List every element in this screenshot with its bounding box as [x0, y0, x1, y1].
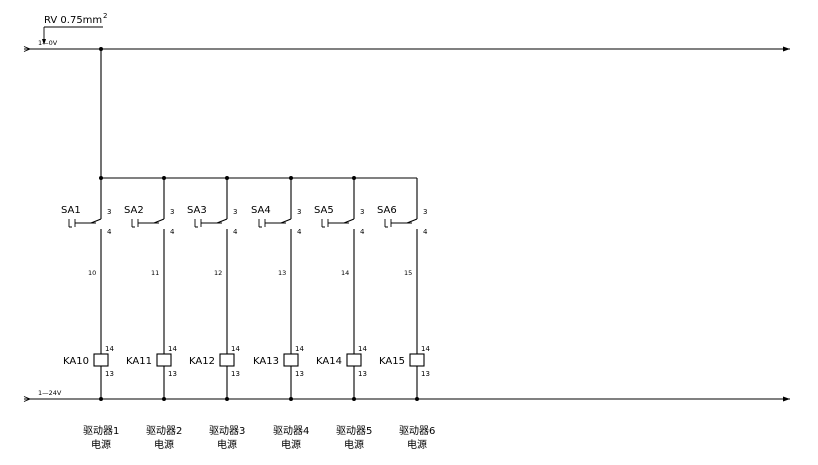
rail-bottom-label: 1—24V: [38, 389, 62, 397]
callout-arrow-icon: [42, 39, 46, 45]
switch-actuator-icon: [384, 219, 412, 228]
rail-bottom-entry-icon: [23, 396, 32, 402]
caption-line1: 驱动器2: [146, 425, 182, 437]
switch-blade: [406, 218, 418, 224]
coil-terminal-top: 14: [231, 345, 240, 353]
switch-blade: [153, 218, 165, 224]
wire-number: 13: [278, 269, 286, 277]
rail-top-entry-icon: [23, 46, 32, 52]
rail-top-arrow-icon: [783, 46, 790, 52]
branch-5: SA5 3 4 14 14 KA14 13 驱动器5 电源: [314, 176, 372, 451]
feed-bus: [99, 47, 417, 179]
caption-line1: 驱动器4: [273, 425, 309, 437]
junction-dot: [352, 397, 356, 401]
branch-1: SA1 3 4 10 14 KA10 13 驱动器1 电源: [61, 176, 119, 451]
rail-bottom: 1—24V: [23, 389, 790, 402]
switch-label: SA4: [251, 205, 271, 216]
coil-terminal-bottom: 13: [358, 370, 367, 378]
branch-3: SA3 3 4 12 14 KA12 13 驱动器3 电源: [187, 176, 245, 451]
relay-coil-icon: [409, 353, 425, 367]
relay-label: KA14: [316, 356, 342, 367]
switch-actuator-icon: [68, 219, 96, 228]
coil-terminal-bottom: 13: [105, 370, 114, 378]
cable-spec-callout: RV 0.75mm 2: [42, 12, 107, 45]
coil-terminal-bottom: 13: [231, 370, 240, 378]
switch-label: SA2: [124, 205, 144, 216]
junction-dot: [99, 47, 103, 51]
junction-dot: [225, 397, 229, 401]
terminal-bottom: 4: [423, 228, 428, 236]
relay-coil-icon: [93, 353, 109, 367]
relay-coil-icon: [283, 353, 299, 367]
caption-line2: 电源: [91, 438, 111, 451]
rail-top-label: 1—0V: [38, 39, 58, 47]
switch-blade: [216, 218, 228, 224]
coil-terminal-top: 14: [105, 345, 114, 353]
terminal-bottom: 4: [107, 228, 112, 236]
switch-label: SA1: [61, 205, 81, 216]
terminal-bottom: 4: [233, 228, 238, 236]
coil-terminal-top: 14: [421, 345, 430, 353]
terminal-top: 3: [233, 208, 237, 216]
relay-coil-icon: [156, 353, 172, 367]
terminal-bottom: 4: [170, 228, 175, 236]
terminal-top: 3: [297, 208, 301, 216]
switch-label: SA5: [314, 205, 334, 216]
wire-number: 15: [404, 269, 412, 277]
switch-actuator-icon: [194, 219, 222, 228]
terminal-bottom: 4: [297, 228, 302, 236]
caption-line1: 驱动器3: [209, 425, 245, 437]
switch-label: SA6: [377, 205, 397, 216]
relay-label: KA10: [63, 356, 89, 367]
caption-line2: 电源: [217, 438, 237, 451]
coil-terminal-top: 14: [358, 345, 367, 353]
branch-6: SA6 3 4 15 14 KA15 13 驱动器6 电源: [377, 178, 435, 451]
cable-spec-superscript: 2: [103, 12, 107, 20]
coil-terminal-top: 14: [295, 345, 304, 353]
caption-line2: 电源: [154, 438, 174, 451]
relay-coil-icon: [346, 353, 362, 367]
switch-blade: [280, 218, 292, 224]
terminal-top: 3: [360, 208, 364, 216]
caption-line2: 电源: [344, 438, 364, 451]
coil-terminal-top: 14: [168, 345, 177, 353]
switch-actuator-icon: [258, 219, 286, 228]
terminal-top: 3: [107, 208, 111, 216]
branch-4: SA4 3 4 13 14 KA13 13 驱动器4 电源: [251, 176, 309, 451]
coil-terminal-bottom: 13: [421, 370, 430, 378]
relay-label: KA11: [126, 356, 152, 367]
wire-number: 11: [151, 269, 159, 277]
switch-blade: [90, 218, 102, 224]
caption-line2: 电源: [281, 438, 301, 451]
coil-terminal-bottom: 13: [168, 370, 177, 378]
wire-number: 12: [214, 269, 222, 277]
branch-2: SA2 3 4 11 14 KA11 13 驱动器2 电源: [124, 176, 182, 451]
junction-dot: [162, 397, 166, 401]
relay-label: KA12: [189, 356, 215, 367]
terminal-top: 3: [423, 208, 427, 216]
coil-terminal-bottom: 13: [295, 370, 304, 378]
relay-label: KA13: [253, 356, 279, 367]
switch-actuator-icon: [321, 219, 349, 228]
rail-bottom-arrow-icon: [783, 396, 790, 402]
cable-spec-label: RV 0.75mm: [44, 15, 102, 26]
caption-line1: 驱动器5: [336, 425, 372, 437]
terminal-top: 3: [170, 208, 174, 216]
wire-number: 10: [88, 269, 96, 277]
caption-line1: 驱动器6: [399, 425, 435, 437]
caption-line1: 驱动器1: [83, 425, 119, 437]
junction-dot: [289, 397, 293, 401]
wire-number: 14: [341, 269, 349, 277]
switch-actuator-icon: [131, 219, 159, 228]
relay-coil-icon: [219, 353, 235, 367]
terminal-bottom: 4: [360, 228, 365, 236]
switch-label: SA3: [187, 205, 207, 216]
junction-dot: [415, 397, 419, 401]
switch-blade: [343, 218, 355, 224]
relay-label: KA15: [379, 356, 405, 367]
junction-dot: [99, 397, 103, 401]
caption-line2: 电源: [407, 438, 427, 451]
rail-top: 1—0V: [23, 39, 790, 52]
